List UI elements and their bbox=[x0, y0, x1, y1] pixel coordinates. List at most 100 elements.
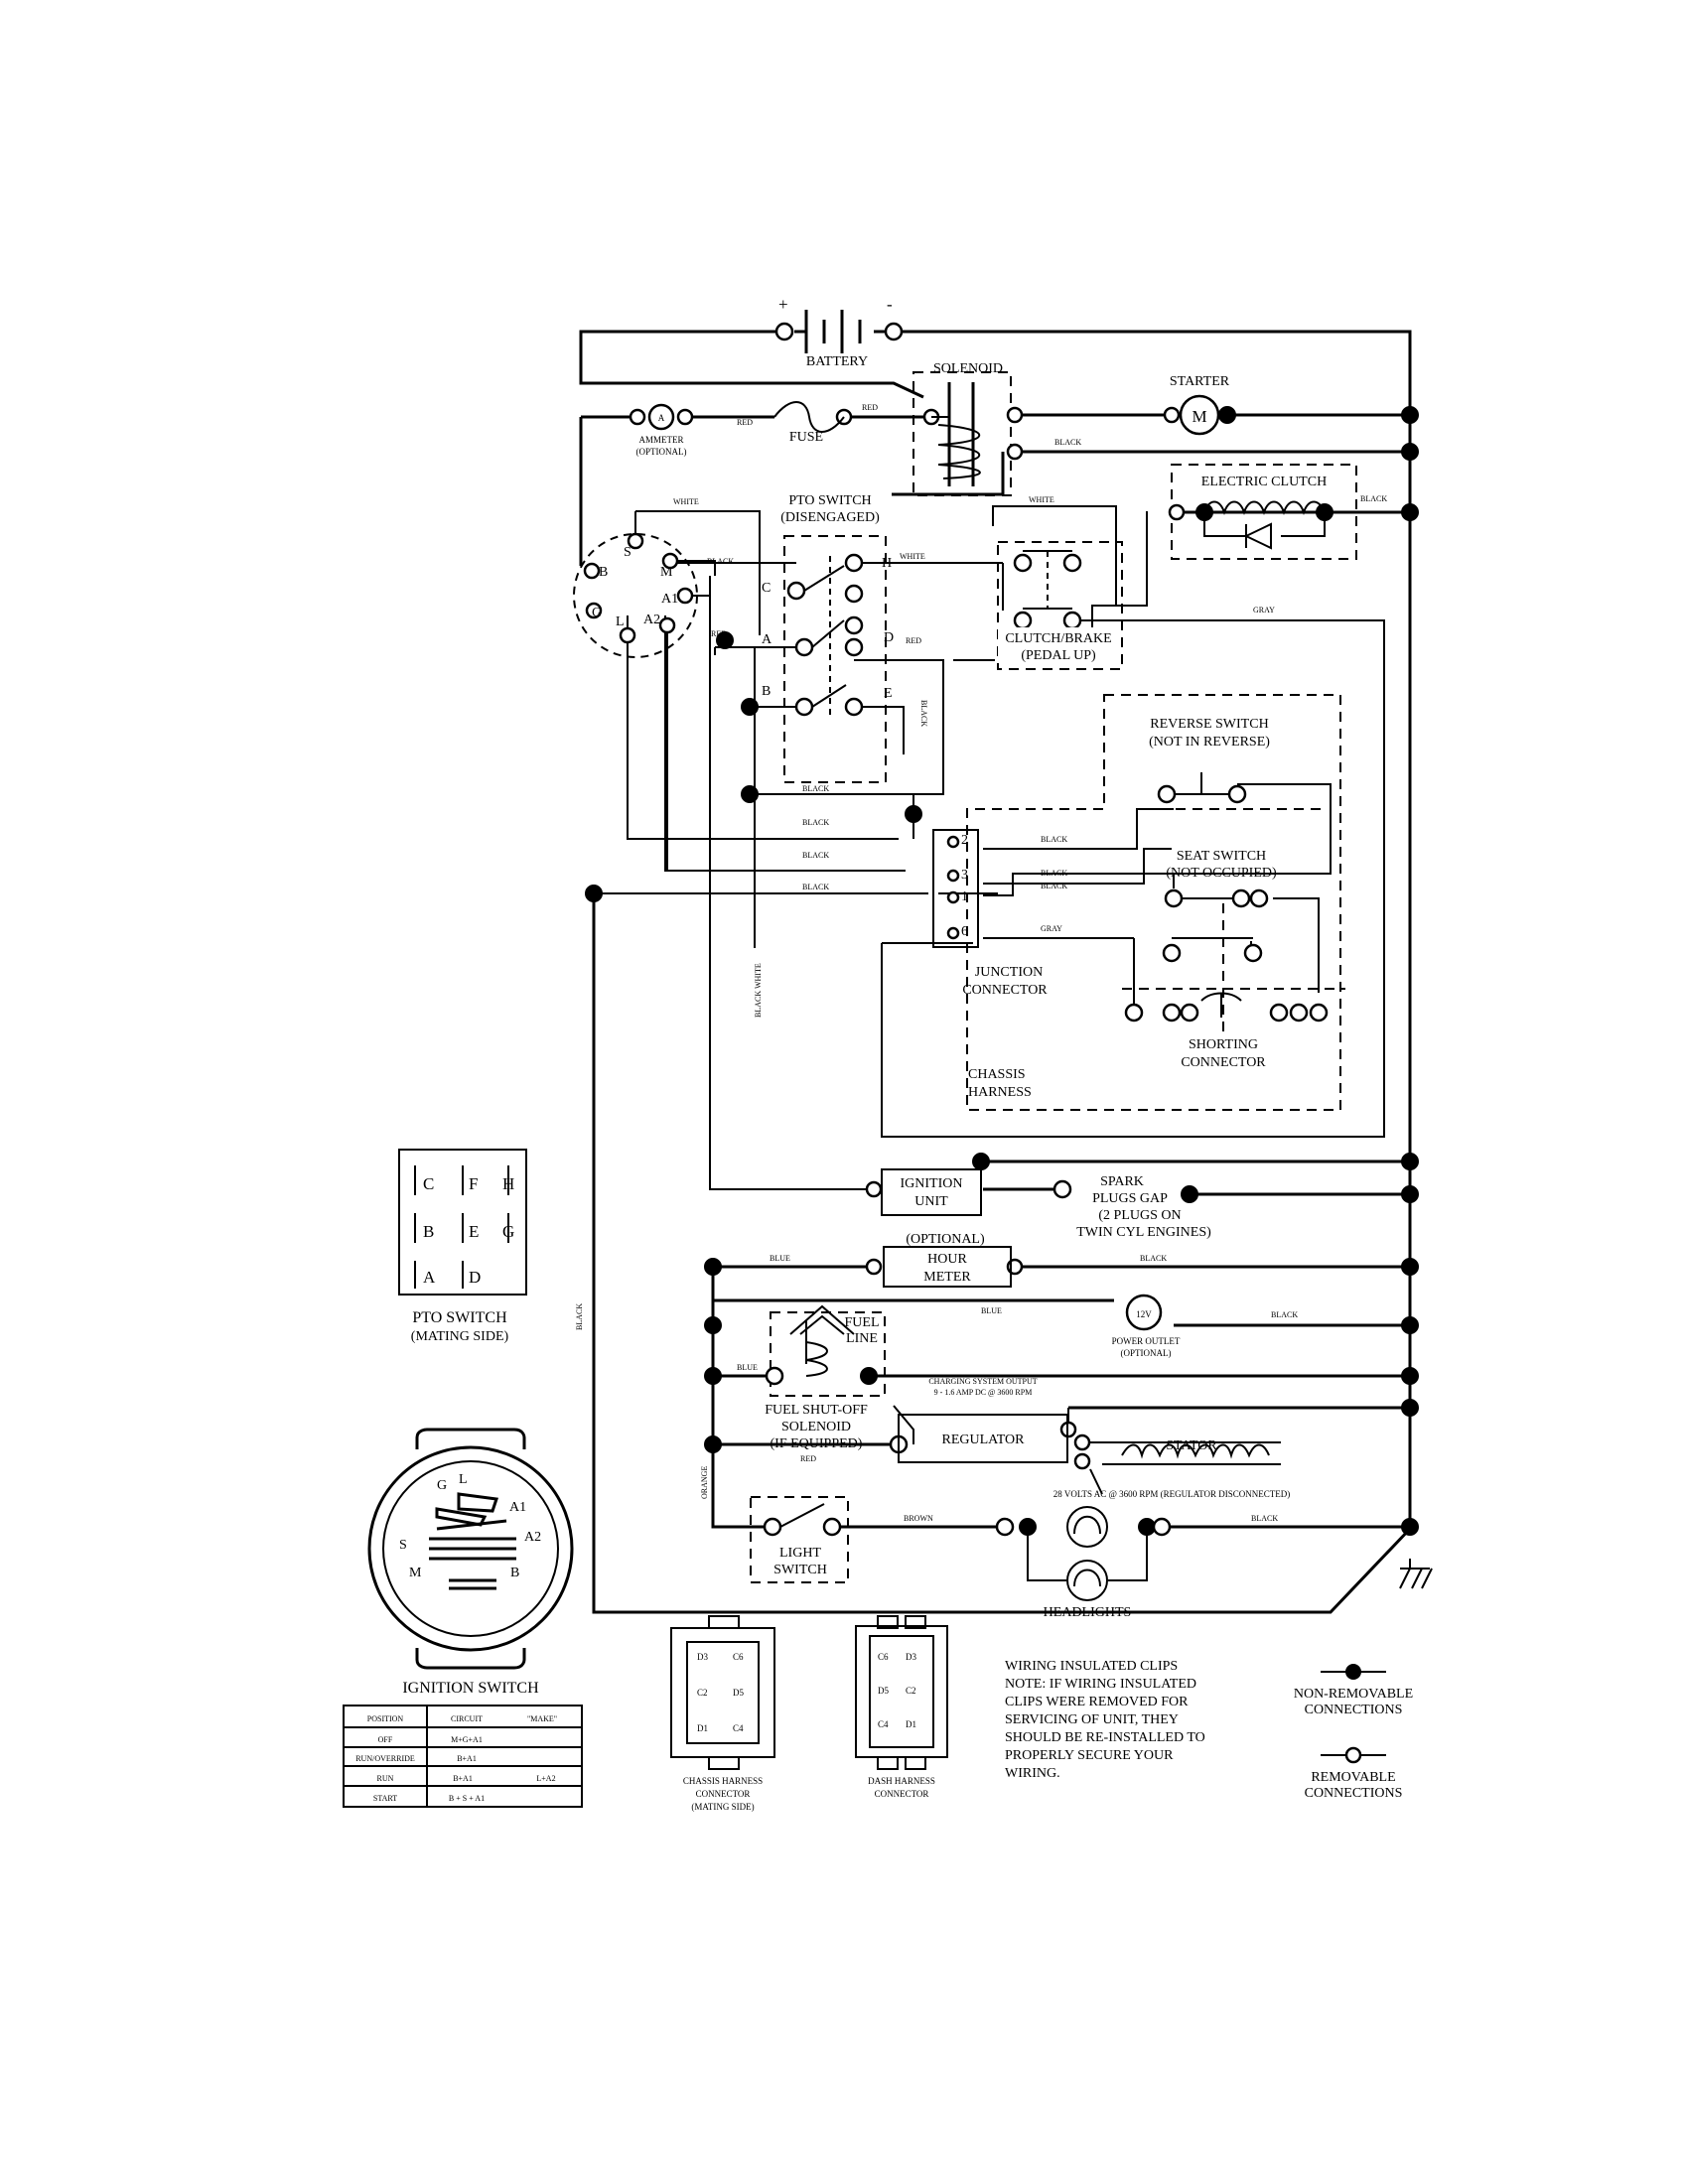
svg-text:NON-REMOVABLE: NON-REMOVABLE bbox=[1294, 1687, 1413, 1702]
ignition-terminal-a2: A2 bbox=[643, 613, 660, 627]
ammeter-label-2: (OPTIONAL) bbox=[636, 447, 687, 457]
svg-text:M: M bbox=[409, 1566, 422, 1580]
ignition-terminal-g: G bbox=[592, 606, 602, 620]
shorting-connector: SHORTING CONNECTOR bbox=[1181, 992, 1266, 1070]
pto-terminal-e: E bbox=[884, 686, 893, 701]
ignition-terminal-a1: A1 bbox=[661, 592, 678, 607]
fuel-shutoff: FUEL LINE FUEL SHUT-OFF SOLENOID (IF EQU… bbox=[765, 1304, 880, 1451]
fuse-label: FUSE bbox=[789, 430, 823, 445]
seat-switch-label-2: (NOT OCCUPIED) bbox=[1166, 866, 1277, 881]
fuel-shutoff-label-1: FUEL SHUT-OFF bbox=[765, 1403, 868, 1418]
svg-text:BLACK: BLACK bbox=[919, 700, 928, 727]
reverse-switch-label-1: REVERSE SWITCH bbox=[1150, 717, 1268, 732]
svg-text:START: START bbox=[373, 1794, 397, 1803]
headlights-label: HEADLIGHTS bbox=[1044, 1605, 1132, 1620]
spark-plugs-label-2: PLUGS GAP bbox=[1092, 1191, 1168, 1206]
power-outlet-icon bbox=[1125, 1294, 1163, 1331]
svg-text:BLACK: BLACK bbox=[707, 557, 734, 566]
chassis-harness-label-1: CHASSIS bbox=[968, 1067, 1026, 1082]
seat-switch: SEAT SWITCH (NOT OCCUPIED) bbox=[1166, 849, 1277, 939]
solenoid: SOLENOID bbox=[931, 361, 1003, 486]
svg-text:RUN/OVERRIDE: RUN/OVERRIDE bbox=[355, 1754, 415, 1763]
svg-text:PROPERLY SECURE YOUR: PROPERLY SECURE YOUR bbox=[1005, 1748, 1174, 1763]
svg-text:BROWN: BROWN bbox=[904, 1514, 933, 1523]
starter: STARTER M bbox=[1170, 374, 1230, 436]
chassis-connector-title-1: CHASSIS HARNESS bbox=[683, 1776, 763, 1786]
svg-text:S: S bbox=[399, 1538, 407, 1553]
svg-text:C6: C6 bbox=[878, 1652, 889, 1662]
electric-clutch-label: ELECTRIC CLUTCH bbox=[1201, 475, 1327, 489]
svg-text:SHOULD BE RE-INSTALLED TO: SHOULD BE RE-INSTALLED TO bbox=[1005, 1730, 1205, 1745]
hour-meter-label-1: HOUR bbox=[927, 1252, 967, 1267]
svg-text:OFF: OFF bbox=[378, 1735, 393, 1744]
svg-text:RED: RED bbox=[711, 629, 727, 638]
svg-text:A1: A1 bbox=[509, 1500, 526, 1515]
svg-text:REMOVABLE: REMOVABLE bbox=[1311, 1770, 1395, 1785]
svg-text:BLACK: BLACK bbox=[1041, 869, 1067, 878]
pto-mating-grid: C F H B E G A D bbox=[414, 1165, 514, 1289]
battery-negative: - bbox=[887, 295, 893, 314]
electric-clutch: ELECTRIC CLUTCH bbox=[1201, 475, 1327, 550]
junction-pin-3: 3 bbox=[961, 868, 968, 883]
svg-text:BLACK WHITE: BLACK WHITE bbox=[754, 963, 763, 1018]
headlight-top-icon bbox=[1066, 1506, 1108, 1548]
ammeter-symbol: A bbox=[658, 413, 665, 423]
svg-text:B+A1: B+A1 bbox=[457, 1754, 477, 1763]
fuel-shutoff-label-3: (IF EQUIPPED) bbox=[771, 1436, 863, 1451]
svg-text:GRAY: GRAY bbox=[1041, 924, 1062, 933]
spark-plugs-label-3: (2 PLUGS ON bbox=[1098, 1208, 1181, 1223]
svg-text:ORANGE: ORANGE bbox=[700, 1466, 709, 1499]
svg-text:WIRING INSULATED CLIPS: WIRING INSULATED CLIPS bbox=[1005, 1659, 1178, 1674]
volts-ac-label: 28 VOLTS AC @ 3600 RPM (REGULATOR DISCON… bbox=[1053, 1489, 1290, 1499]
svg-text:C4: C4 bbox=[733, 1723, 744, 1733]
svg-text:H: H bbox=[502, 1174, 514, 1193]
svg-text:WHITE: WHITE bbox=[673, 497, 699, 506]
pto-switch-schematic: PTO SWITCH (DISENGAGED) C H A D B E bbox=[762, 493, 894, 720]
svg-text:G: G bbox=[502, 1222, 514, 1241]
svg-text:C2: C2 bbox=[906, 1686, 916, 1696]
power-outlet-symbol: 12V bbox=[1136, 1309, 1152, 1319]
dash-harness-connector: C6 D3 D5 C2 C4 D1 DASH HARNESS CONNECTOR bbox=[855, 1615, 948, 1799]
svg-text:D: D bbox=[469, 1268, 481, 1287]
wiring-note: WIRING INSULATED CLIPS NOTE: IF WIRING I… bbox=[1005, 1659, 1205, 1781]
chassis-harness: CHASSIS HARNESS bbox=[968, 1067, 1032, 1100]
fuel-line-label-1: FUEL bbox=[845, 1315, 880, 1330]
svg-text:G: G bbox=[437, 1478, 447, 1493]
closed-nodes bbox=[585, 406, 1419, 1536]
svg-text:WIRING.: WIRING. bbox=[1005, 1766, 1060, 1781]
stator-label: STATOR bbox=[1166, 1438, 1217, 1453]
svg-text:C2: C2 bbox=[697, 1688, 708, 1698]
svg-text:BLUE: BLUE bbox=[737, 1363, 758, 1372]
svg-text:BLACK: BLACK bbox=[802, 883, 829, 891]
ignition-switch-title: IGNITION SWITCH bbox=[402, 1680, 539, 1697]
svg-text:RED: RED bbox=[737, 418, 753, 427]
clutch-brake-label-2: (PEDAL UP) bbox=[1021, 648, 1096, 663]
ignition-terminal-b: B bbox=[599, 565, 608, 580]
svg-text:E: E bbox=[469, 1222, 479, 1241]
svg-text:C4: C4 bbox=[878, 1719, 889, 1729]
ignition-unit-label-1: IGNITION bbox=[901, 1176, 963, 1191]
svg-text:D5: D5 bbox=[878, 1686, 889, 1696]
fuel-shutoff-label-2: SOLENOID bbox=[781, 1420, 851, 1434]
svg-text:D1: D1 bbox=[906, 1719, 916, 1729]
svg-text:BLACK: BLACK bbox=[1041, 882, 1067, 890]
svg-text:B: B bbox=[423, 1222, 434, 1241]
ignition-switch-face: G L A1 A2 S M B IGNITION SWITCH bbox=[367, 1428, 574, 1697]
ground-icon bbox=[1399, 1559, 1433, 1589]
svg-text:F: F bbox=[469, 1174, 478, 1193]
regulator: REGULATOR CHARGING SYSTEM OUTPUT 9 - 1.6… bbox=[898, 1377, 1068, 1463]
legend-removable-icon bbox=[1344, 1746, 1362, 1764]
svg-text:L: L bbox=[459, 1472, 468, 1487]
pto-terminal-a: A bbox=[762, 632, 772, 647]
battery: + - BATTERY bbox=[778, 295, 893, 369]
svg-text:B: B bbox=[510, 1566, 519, 1580]
pto-terminal-h: H bbox=[882, 556, 892, 571]
svg-text:CLIPS WERE REMOVED FOR: CLIPS WERE REMOVED FOR bbox=[1005, 1695, 1189, 1709]
starter-label: STARTER bbox=[1170, 374, 1230, 389]
junction-pin-6: 6 bbox=[961, 924, 968, 939]
ignition-terminal-m: M bbox=[660, 565, 673, 580]
svg-text:POSITION: POSITION bbox=[367, 1714, 404, 1723]
svg-text:D5: D5 bbox=[733, 1688, 744, 1698]
svg-text:WHITE: WHITE bbox=[1029, 495, 1054, 504]
